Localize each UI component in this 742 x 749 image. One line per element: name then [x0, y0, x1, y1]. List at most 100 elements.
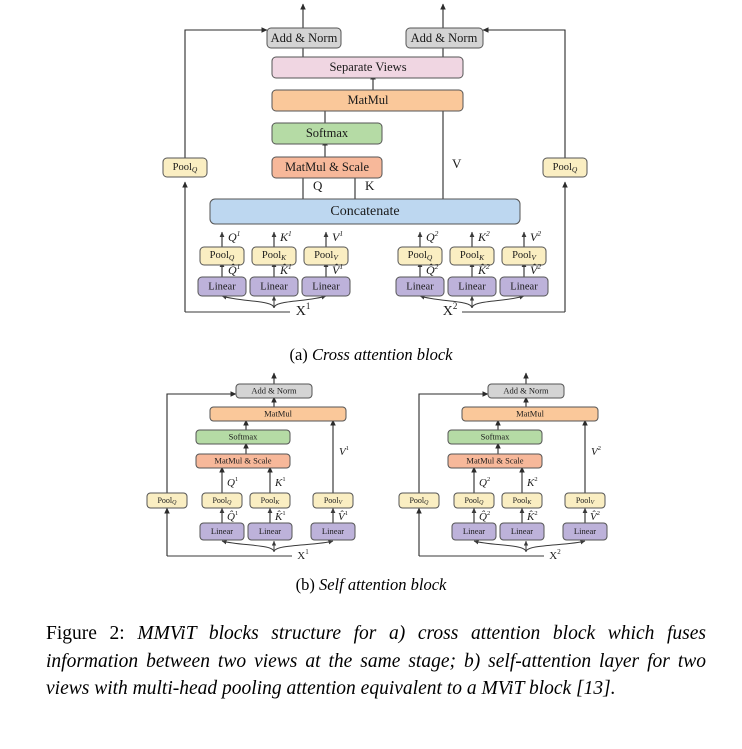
block-pool-q-skip-2[interactable]: PoolQ	[398, 492, 440, 509]
block-matmul-2[interactable]: MatMul	[461, 406, 599, 422]
block-linear-k-1[interactable]: Linear	[247, 522, 293, 541]
block-label: Linear	[510, 281, 538, 292]
block-label: PoolQ	[157, 496, 177, 507]
edge-label-k1: K1	[274, 476, 286, 488]
block-label: PoolQ	[409, 496, 429, 507]
block-matmul-1[interactable]: MatMul	[209, 406, 347, 422]
block-label: PoolQ	[173, 162, 198, 173]
edge-label-vhat1: V̂1	[338, 510, 348, 523]
edge-label-v2-out: V2	[530, 229, 541, 244]
edge-label-qhat1: Q̂1	[227, 510, 238, 523]
block-label: PoolK	[262, 250, 287, 261]
input-label-x2-b: X2	[549, 548, 561, 562]
block-pool-v-view1[interactable]: PoolV	[303, 246, 349, 266]
block-softmax-1[interactable]: Softmax	[195, 429, 291, 445]
block-linear-k-view1[interactable]: Linear	[249, 276, 299, 297]
cross-attention-diagram: Add & Norm Add & Norm Separate Views Mat…	[162, 3, 588, 319]
subcaption-b: (b) Self attention block	[0, 575, 742, 595]
block-pool-q-skip-left[interactable]: PoolQ	[162, 157, 208, 178]
block-pool-q-1[interactable]: PoolQ	[201, 492, 243, 509]
panel-self-attention: Add & Norm MatMul Softmax MatMul & Scale…	[0, 372, 742, 567]
block-label: Linear	[322, 526, 344, 536]
block-label: MatMul & Scale	[214, 455, 271, 465]
edge-label-khat1: K̂1	[274, 510, 286, 523]
block-softmax-2[interactable]: Softmax	[447, 429, 543, 445]
block-label: Linear	[211, 526, 233, 536]
block-label: PoolQ	[210, 250, 235, 261]
block-matmul-scale[interactable]: MatMul & Scale	[271, 156, 383, 179]
block-add-norm-1[interactable]: Add & Norm	[235, 383, 313, 399]
block-label: Softmax	[229, 431, 259, 441]
edge-label-qhat2: Q̂2	[426, 262, 439, 277]
edge-label-q2-out: Q2	[426, 229, 439, 244]
edge-label-q1-out: Q1	[228, 229, 240, 244]
wire-poolq-skip-to-addnorm-2	[418, 391, 489, 493]
self-attention-diagram: Add & Norm MatMul Softmax MatMul & Scale…	[146, 372, 608, 562]
block-label: MatMul & Scale	[285, 160, 369, 174]
block-label: PoolV	[512, 250, 537, 261]
block-pool-q-view1[interactable]: PoolQ	[199, 246, 245, 266]
block-pool-q-skip-1[interactable]: PoolQ	[146, 492, 188, 509]
edge-label-q2: Q2	[479, 476, 490, 488]
block-label: Concatenate	[330, 204, 399, 219]
block-concatenate[interactable]: Concatenate	[209, 198, 521, 225]
subcaption-b-label: (b)	[295, 575, 315, 594]
input-label-x1: X1	[296, 301, 311, 319]
block-add-norm-right[interactable]: Add & Norm	[405, 27, 484, 49]
block-pool-k-view1[interactable]: PoolK	[251, 246, 297, 266]
block-linear-v-2[interactable]: Linear	[562, 522, 608, 541]
block-pool-q-2[interactable]: PoolQ	[453, 492, 495, 509]
block-matmul-scale-1[interactable]: MatMul & Scale	[195, 453, 291, 469]
block-pool-v-view2[interactable]: PoolV	[501, 246, 547, 266]
edge-label-k2-out: K2	[477, 229, 490, 244]
input-label-x1-b: X1	[297, 548, 309, 562]
block-label: PoolK	[513, 496, 533, 507]
block-label: PoolQ	[212, 496, 232, 507]
block-label: PoolQ	[553, 162, 578, 173]
edge-label-v1-out: V1	[332, 229, 343, 244]
block-separate-views[interactable]: Separate Views	[271, 56, 464, 79]
block-linear-k-2[interactable]: Linear	[499, 522, 545, 541]
edge-label-k2: K2	[526, 476, 538, 488]
block-pool-v-1[interactable]: PoolV	[312, 492, 354, 509]
block-linear-q-1[interactable]: Linear	[199, 522, 245, 541]
subcaption-a: (a) Cross attention block	[0, 345, 742, 365]
block-pool-k-1[interactable]: PoolK	[249, 492, 291, 509]
block-label: Linear	[312, 281, 340, 292]
block-pool-q-view2[interactable]: PoolQ	[397, 246, 443, 266]
block-label: PoolV	[576, 496, 596, 507]
block-linear-v-view1[interactable]: Linear	[301, 276, 351, 297]
block-pool-k-2[interactable]: PoolK	[501, 492, 543, 509]
block-label: Separate Views	[329, 60, 406, 74]
block-pool-q-skip-right[interactable]: PoolQ	[542, 157, 588, 178]
wire-poolq-skip-to-addnorm-1	[166, 391, 237, 493]
block-linear-v-view2[interactable]: Linear	[499, 276, 549, 297]
block-label: Linear	[458, 281, 486, 292]
block-pool-v-2[interactable]: PoolV	[564, 492, 606, 509]
block-add-norm-left[interactable]: Add & Norm	[266, 27, 342, 49]
block-label: PoolV	[314, 250, 339, 261]
subcaption-a-text: Cross attention block	[311, 345, 453, 364]
block-label: Linear	[259, 526, 281, 536]
edge-label-v2: V2	[591, 445, 601, 457]
block-linear-q-2[interactable]: Linear	[451, 522, 497, 541]
block-linear-k-view2[interactable]: Linear	[447, 276, 497, 297]
block-softmax[interactable]: Softmax	[271, 122, 383, 145]
block-linear-q-view2[interactable]: Linear	[395, 276, 445, 297]
block-label: Add & Norm	[271, 31, 338, 45]
block-label: Linear	[574, 526, 596, 536]
block-matmul-scale-2[interactable]: MatMul & Scale	[447, 453, 543, 469]
block-add-norm-2[interactable]: Add & Norm	[487, 383, 565, 399]
edge-label-v1: V1	[339, 445, 349, 457]
block-label: PoolK	[460, 250, 485, 261]
block-label: Add & Norm	[251, 385, 297, 395]
wire-label-v: V	[452, 156, 462, 171]
wire-x1-to-linear-v	[273, 540, 334, 553]
wire-x1-to-linear-q	[221, 540, 275, 553]
block-matmul[interactable]: MatMul	[271, 89, 464, 112]
edge-label-khat1: K̂1	[279, 262, 292, 277]
block-linear-v-1[interactable]: Linear	[310, 522, 356, 541]
block-pool-k-view2[interactable]: PoolK	[449, 246, 495, 266]
block-linear-q-view1[interactable]: Linear	[197, 276, 247, 297]
